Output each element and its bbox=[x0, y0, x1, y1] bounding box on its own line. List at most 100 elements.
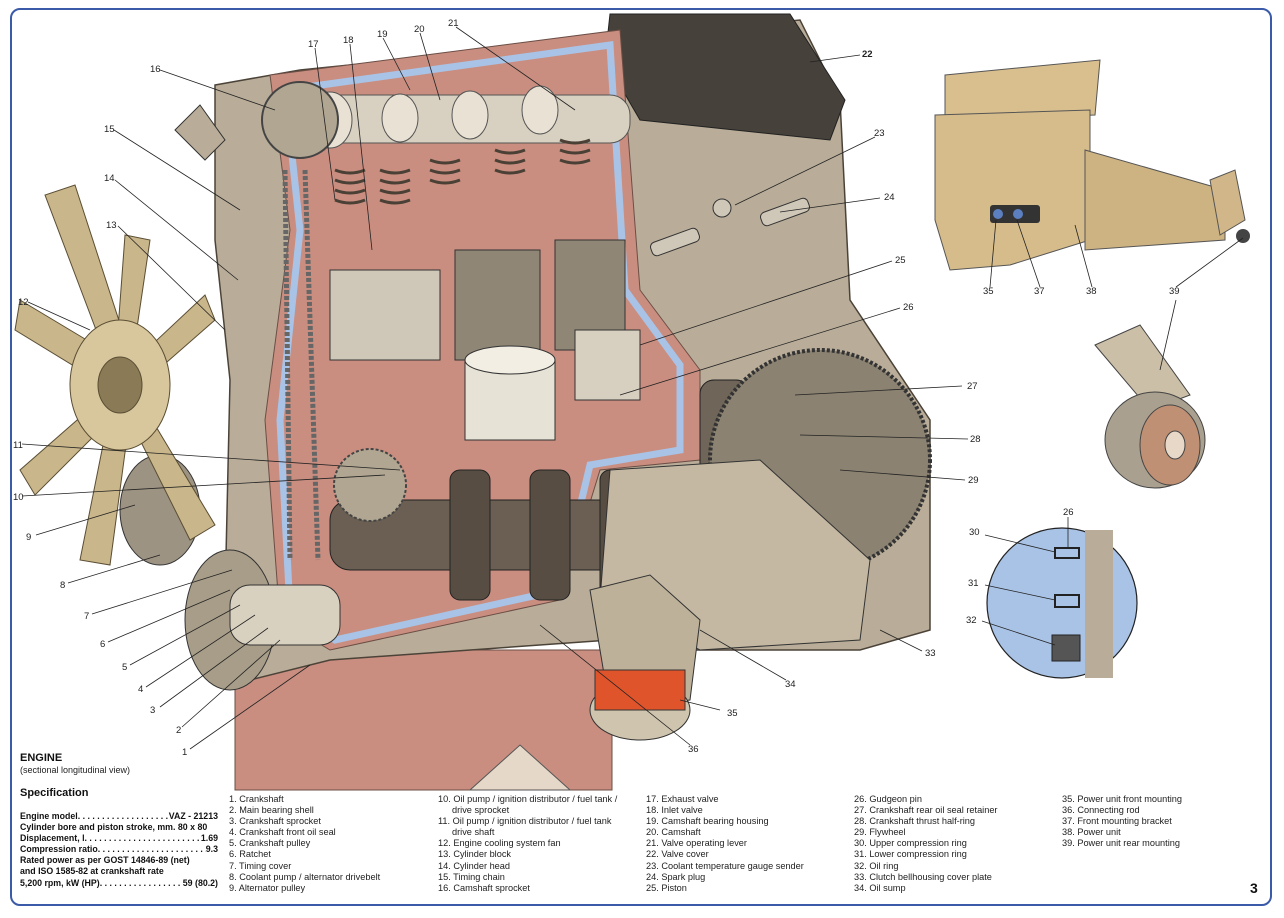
legend-item: 16. Camshaft sprocket bbox=[438, 882, 530, 893]
legend-item: 12. Engine cooling system fan bbox=[438, 838, 561, 849]
spec-key: Engine model bbox=[20, 811, 78, 821]
callout-labels: 1 2 3 4 5 6 7 8 9 10 11 12 13 14 15 16 1… bbox=[13, 18, 1180, 758]
legend-item: 19. Camshaft bearing housing bbox=[646, 816, 769, 827]
sump-drain-cone bbox=[468, 744, 572, 791]
page-number: 3 bbox=[1250, 880, 1258, 896]
legend-item: 30. Upper compression ring bbox=[854, 838, 967, 849]
callout-10: 10 bbox=[13, 492, 24, 503]
inset-rear-mounting bbox=[1094, 324, 1206, 489]
spec-row: and ISO 1585-82 at crankshaft rate bbox=[20, 866, 218, 877]
legend-item: 29. Flywheel bbox=[854, 827, 906, 838]
legend-item: 37. Front mounting bracket bbox=[1062, 816, 1172, 827]
callout-27: 27 bbox=[967, 381, 978, 392]
spec-leader-dots bbox=[98, 844, 206, 855]
spec-leader-dots bbox=[85, 833, 201, 844]
callout-25: 25 bbox=[895, 255, 906, 266]
callout-4: 4 bbox=[138, 684, 143, 695]
spec-leader-dots bbox=[100, 878, 183, 889]
callout-15: 15 bbox=[104, 124, 115, 135]
spark-plugs bbox=[650, 197, 810, 257]
callout-26-inset: 26 bbox=[1063, 507, 1074, 518]
crankshaft-pulley bbox=[184, 549, 341, 691]
legend-item: 20. Camshaft bbox=[646, 827, 701, 838]
spec-row: 5,200 rpm, kW (HP) 59 (80.2) bbox=[20, 878, 218, 889]
callout-19: 19 bbox=[377, 29, 388, 40]
callout-16: 16 bbox=[150, 64, 161, 75]
legend-item: 25. Piston bbox=[646, 882, 687, 893]
legend-item: 33. Clutch bellhousing cover plate bbox=[854, 871, 992, 882]
spec-key: Compression ratio bbox=[20, 844, 98, 855]
spec-value: 1.69 bbox=[200, 833, 218, 844]
callout-33: 33 bbox=[925, 648, 936, 659]
leader-lines bbox=[21, 26, 1244, 750]
cylinders bbox=[329, 239, 626, 361]
legend-item: 21. Valve operating lever bbox=[646, 838, 747, 849]
legend-item: 26. Gudgeon pin bbox=[854, 794, 922, 804]
callout-1: 1 bbox=[182, 747, 187, 758]
valve-springs bbox=[334, 138, 591, 205]
legend-item: 27. Crankshaft rear oil seal retainer bbox=[854, 805, 998, 816]
spec-key: and ISO 1585-82 at crankshaft rate bbox=[20, 866, 164, 877]
legend-item: 11. Oil pump / ignition distributor / fu… bbox=[438, 816, 612, 827]
spec-row: Cylinder bore and piston stroke, mm. 80 … bbox=[20, 822, 218, 833]
legend-item: 23. Coolant temperature gauge sender bbox=[646, 860, 804, 871]
inset-piston-rings bbox=[986, 527, 1138, 679]
cooling-fan bbox=[14, 184, 216, 566]
callout-17: 17 bbox=[308, 39, 319, 50]
callout-39: 39 bbox=[1169, 286, 1180, 297]
callout-36: 36 bbox=[688, 744, 699, 755]
callout-31: 31 bbox=[968, 578, 979, 589]
legend-col-2: 10. Oil pump / ignition distributor / fu… bbox=[438, 794, 617, 894]
legend-item: 2. Main bearing shell bbox=[229, 805, 314, 816]
spec-row: Rated power as per GOST 14846-89 (net) bbox=[20, 855, 218, 866]
legend-item: drive sprocket bbox=[452, 805, 510, 816]
spec-leader-dots bbox=[78, 811, 169, 822]
oil-sump bbox=[234, 649, 613, 791]
legend-item: 10. Oil pump / ignition distributor / fu… bbox=[438, 794, 618, 804]
legend-item: 14. Cylinder head bbox=[438, 860, 511, 871]
callout-38: 38 bbox=[1086, 286, 1097, 297]
callout-20: 20 bbox=[414, 24, 425, 35]
spec-row: Engine modelVAZ - 21213 bbox=[20, 811, 218, 822]
legend-item: 28. Crankshaft thrust half-ring bbox=[854, 816, 976, 827]
timing-chain bbox=[282, 169, 321, 561]
callout-5: 5 bbox=[122, 662, 127, 673]
legend-item: 35. Power unit front mounting bbox=[1062, 794, 1183, 804]
callout-9: 9 bbox=[26, 532, 31, 543]
legend-item: 22. Valve cover bbox=[646, 849, 709, 860]
spec-key: 5,200 rpm, kW (HP) bbox=[20, 877, 100, 888]
callout-30: 30 bbox=[969, 527, 980, 538]
legend-item: 1. Crankshaft bbox=[229, 794, 284, 804]
callout-37: 37 bbox=[1034, 286, 1045, 297]
caption-title: ENGINE bbox=[20, 752, 63, 764]
callout-14: 14 bbox=[104, 173, 115, 184]
spec-key: Rated power as per GOST 14846-89 (net) bbox=[20, 855, 190, 866]
legend-item: 34. Oil sump bbox=[854, 882, 906, 893]
legend-item: 36. Connecting rod bbox=[1062, 805, 1140, 816]
legend-item: 9. Alternator pulley bbox=[229, 882, 306, 893]
legend-item: 18. Inlet valve bbox=[646, 805, 703, 816]
callout-22: 22 bbox=[862, 49, 873, 60]
spec-value: 59 (80.2) bbox=[182, 877, 218, 888]
callout-34: 34 bbox=[785, 679, 796, 690]
spec-value: 9.3 bbox=[205, 844, 218, 855]
callout-6: 6 bbox=[100, 639, 105, 650]
pistons bbox=[464, 329, 641, 441]
spec-row: Displacement, l1.69 bbox=[20, 833, 218, 844]
callout-21: 21 bbox=[448, 18, 459, 29]
callout-28: 28 bbox=[970, 434, 981, 445]
legend-item: 24. Spark plug bbox=[646, 871, 706, 882]
legend-item: 4. Crankshaft front oil seal bbox=[229, 827, 336, 838]
legend-item: 7. Timing cover bbox=[229, 860, 292, 871]
spec-key: Cylinder bore and piston stroke, mm. 80 … bbox=[20, 822, 208, 833]
legend-item: 38. Power unit bbox=[1062, 827, 1121, 838]
oil-pump-sprocket bbox=[333, 448, 407, 522]
legend-item: 5. Crankshaft pulley bbox=[229, 838, 311, 849]
caption-subtitle: (sectional longitudinal view) bbox=[20, 765, 131, 775]
spec-row: Compression ratio 9.3 bbox=[20, 844, 218, 855]
callout-13: 13 bbox=[106, 220, 117, 231]
